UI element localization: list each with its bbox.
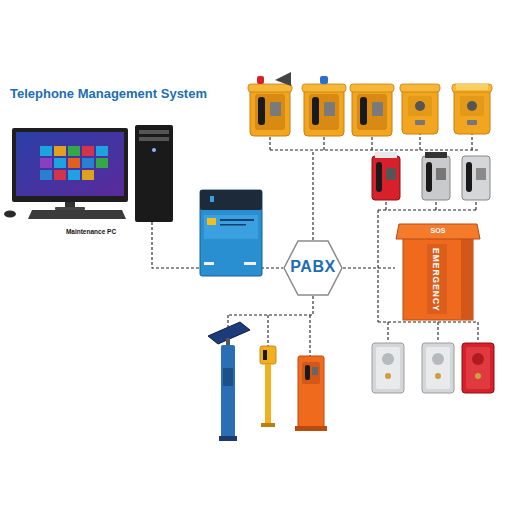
yellow-phone (350, 84, 394, 136)
power-button (152, 148, 156, 152)
emergency-label: EMERGENCY (431, 248, 441, 312)
dashed-connector (343, 267, 395, 268)
screen-tiles (40, 146, 108, 180)
pabx-hexagon: PABX (283, 240, 343, 296)
steel-wall-phone (422, 152, 450, 200)
pc-node: Maintenance PC (5, 122, 177, 222)
pabx-label: PABX (283, 258, 343, 276)
red-wall-phone (372, 152, 400, 200)
box-side (461, 238, 473, 320)
steel-intercom (422, 343, 454, 393)
yellow-post-phone (260, 346, 276, 427)
sos-emergency-box: SOS EMERGENCY (395, 222, 481, 322)
keyboard (28, 210, 126, 219)
diagram-title: Telephone Management System (10, 86, 207, 101)
orange-pillar-phone (295, 356, 327, 431)
drive-bay (139, 137, 169, 141)
yellow-emergency-phone (452, 84, 492, 134)
red-intercom (462, 343, 494, 393)
yellow-phone-horn (248, 72, 292, 136)
hexagon-shape (284, 241, 342, 295)
sos-label: SOS (395, 227, 481, 234)
box-hood (396, 224, 480, 239)
wire-network (228, 134, 478, 356)
yellow-handsfree-phone (400, 84, 440, 134)
monitor-base (55, 207, 85, 210)
yellow-phone-beacon (302, 76, 346, 136)
box-panel (427, 244, 447, 314)
steel-intercom (372, 343, 404, 393)
drive-bay (139, 130, 169, 134)
box-body (403, 238, 473, 320)
mouse (4, 211, 16, 218)
monitor-frame (12, 128, 128, 202)
pc-tower (135, 125, 173, 222)
monitor-screen (16, 132, 124, 196)
pc-illustration (4, 125, 173, 222)
steel-wall-phone (462, 156, 490, 200)
management-server (200, 190, 262, 276)
solar-pole-phone (208, 322, 250, 441)
pc-label: Maintenance PC (5, 228, 177, 235)
